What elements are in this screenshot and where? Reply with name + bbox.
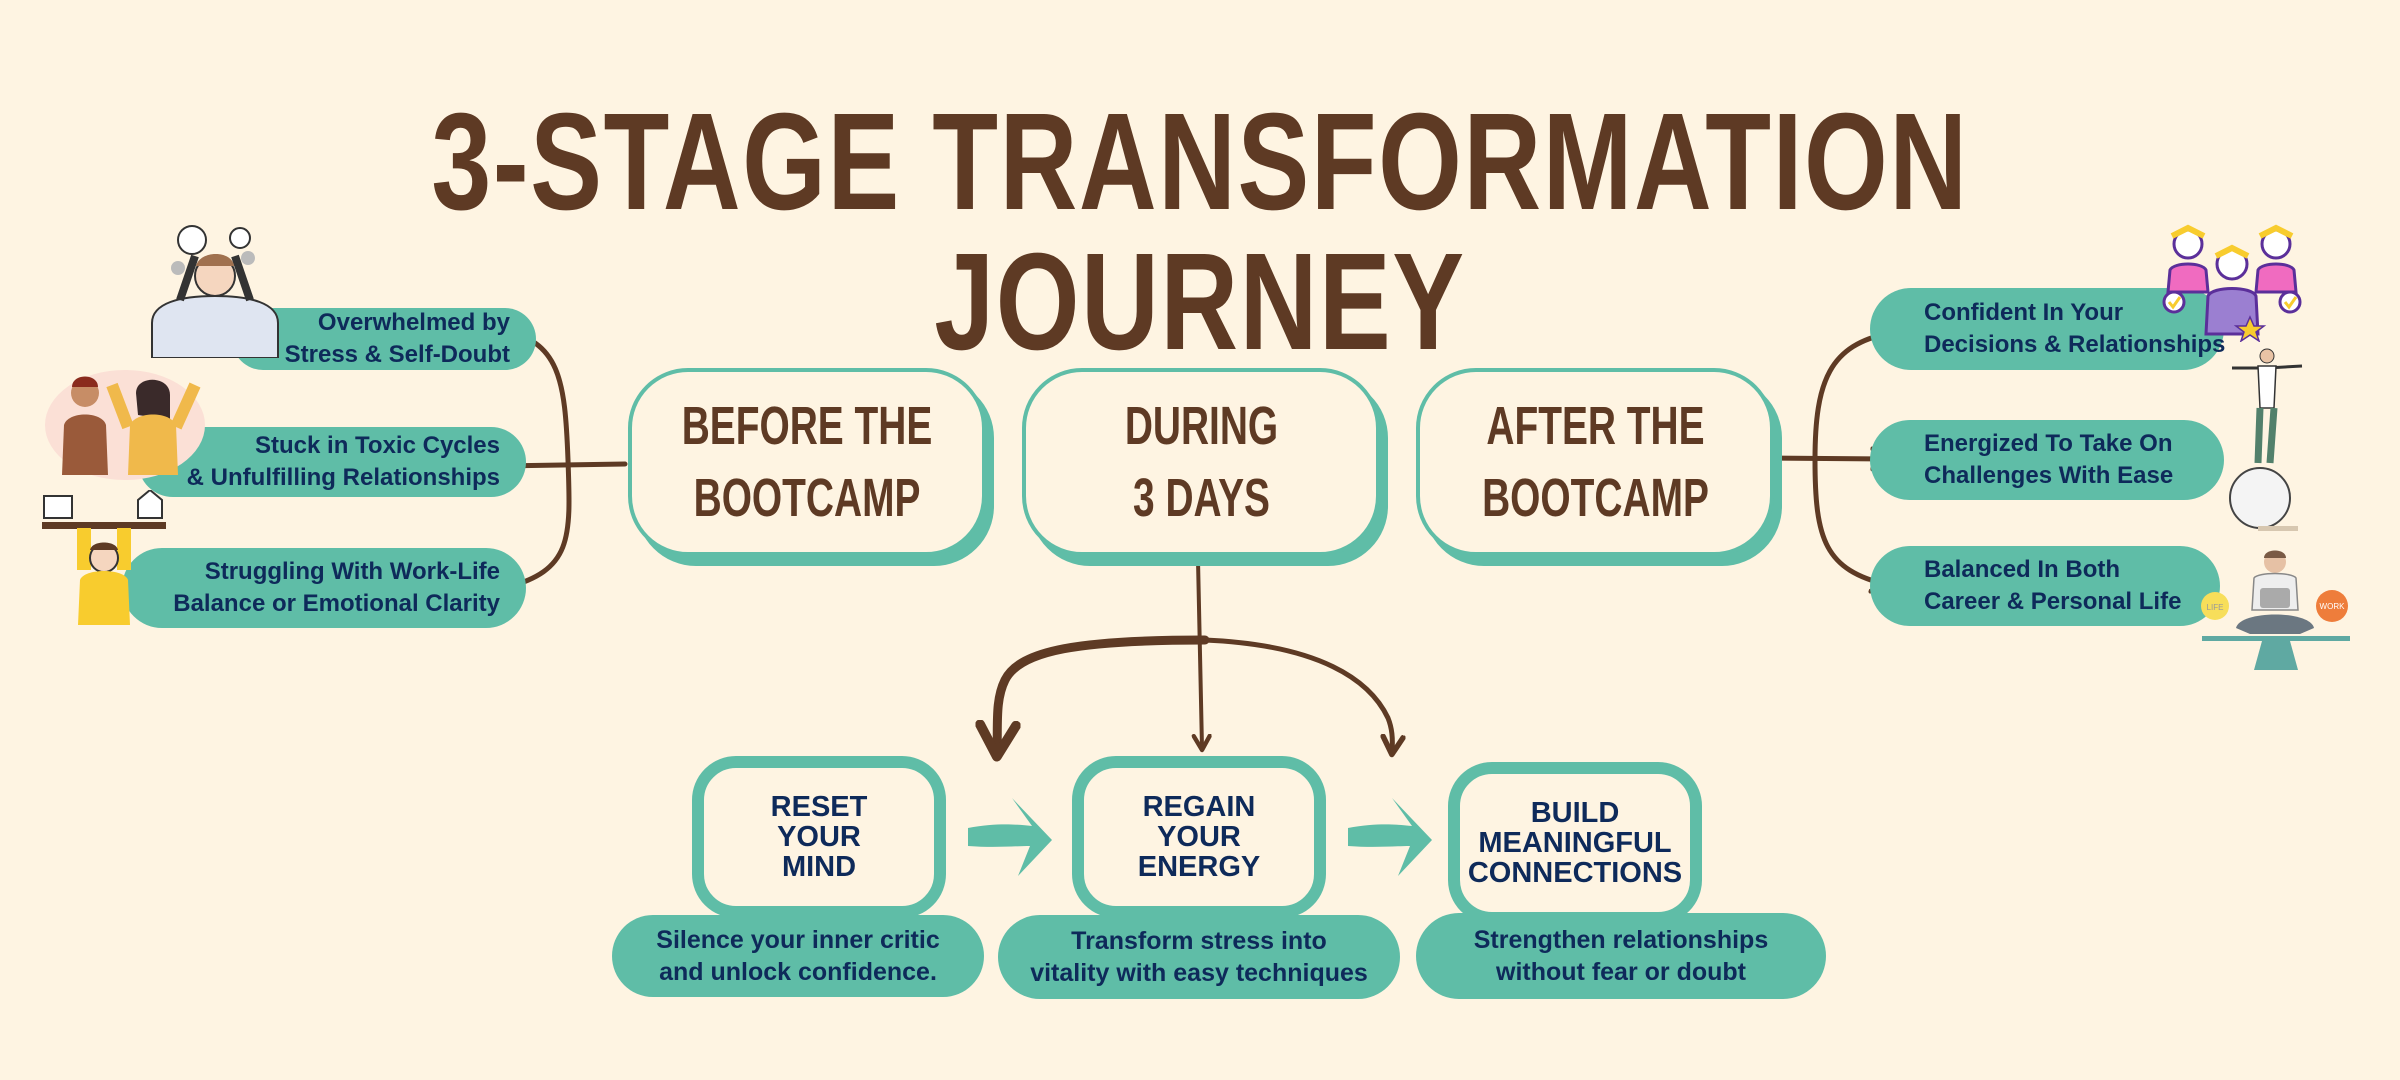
step-regain-your-energy: REGAIN YOUR ENERGY	[1072, 756, 1326, 918]
before-item-2-line1: Stuck in Toxic Cycles	[255, 432, 500, 459]
work-badge: WORK	[2320, 602, 2346, 611]
step-3-desc-line2: without fear or doubt	[1496, 958, 1746, 986]
after-item-2-line1: Energized To Take On	[1924, 430, 2173, 457]
step-regain-label: REGAIN YOUR ENERGY	[1137, 791, 1261, 883]
before-item-1: Overwhelmed by Stress & Self-Doubt	[232, 308, 536, 370]
man-balancing-on-ball-icon	[2229, 348, 2303, 531]
before-item-3-line2: Balance or Emotional Clarity	[173, 590, 500, 617]
stage-after-label: AFTER THE BOOTCAMP	[1481, 396, 1709, 528]
stage-before: BEFORE THE BOOTCAMP	[628, 368, 986, 556]
balancing-work-home-icon	[42, 490, 166, 625]
life-work-balance-icon: LIFE WORK	[2201, 550, 2350, 670]
step-2-description: Transform stress into vitality with easy…	[998, 915, 1400, 999]
before-item-2: Stuck in Toxic Cycles & Unfulfilling Rel…	[138, 427, 526, 497]
after-item-1-line2: Decisions & Relationships	[1924, 331, 2226, 358]
before-item-3-line1: Struggling With Work-Life	[204, 558, 500, 585]
stage-during-label: DURING 3 DAYS	[1124, 396, 1278, 528]
step-1-description: Silence your inner critic and unlock con…	[612, 915, 984, 997]
after-item-2: Energized To Take On Challenges With Eas…	[1870, 420, 2224, 500]
step-reset-label: RESET YOUR MIND	[770, 791, 868, 883]
step-2-desc-line1: Transform stress into	[1071, 927, 1327, 955]
before-item-2-line2: & Unfulfilling Relationships	[186, 464, 500, 491]
step-reset-your-mind: RESET YOUR MIND	[692, 756, 946, 918]
after-item-3: Balanced In Both Career & Personal Life	[1870, 546, 2220, 626]
before-item-1-line2: Stress & Self-Doubt	[284, 341, 510, 368]
arguing-couple-icon	[45, 370, 205, 480]
during-down-arrow	[1198, 558, 1202, 748]
life-badge: LIFE	[2207, 603, 2224, 612]
before-item-1-line1: Overwhelmed by	[317, 309, 510, 336]
after-item-2-line2: Challenges With Ease	[1924, 462, 2174, 489]
team-approval-icon	[2162, 224, 2302, 342]
stage-after: AFTER THE BOOTCAMP	[1416, 368, 1774, 556]
after-item-1-line1: Confident In Your	[1924, 299, 2124, 326]
after-item-3-line2: Career & Personal Life	[1924, 588, 2182, 615]
during-right-arrow	[1202, 637, 1392, 752]
step-build-meaningful-connections: BUILD MEANINGFUL CONNECTIONS	[1448, 762, 1702, 924]
step-arrow-2	[1348, 798, 1432, 876]
page-title: 3-STAGE TRANSFORMATION JOURNEY	[431, 85, 1969, 379]
during-left-arrow	[997, 635, 1210, 752]
step-1-desc-line1: Silence your inner critic	[656, 926, 940, 954]
step-3-desc-line1: Strengthen relationships	[1473, 926, 1769, 954]
step-3-description: Strengthen relationships without fear or…	[1416, 913, 1826, 999]
step-build-label: BUILD MEANINGFUL CONNECTIONS	[1467, 797, 1683, 889]
stressed-person-icon	[151, 225, 279, 358]
before-item-3: Struggling With Work-Life Balance or Emo…	[122, 548, 526, 628]
stage-before-label: BEFORE THE BOOTCAMP	[681, 396, 933, 528]
step-arrow-1	[968, 798, 1052, 876]
stage-during: DURING 3 DAYS	[1022, 368, 1380, 556]
after-item-3-line1: Balanced In Both	[1924, 556, 2121, 583]
step-1-desc-line2: and unlock confidence.	[659, 958, 937, 986]
step-2-desc-line2: vitality with easy techniques	[1030, 959, 1368, 987]
